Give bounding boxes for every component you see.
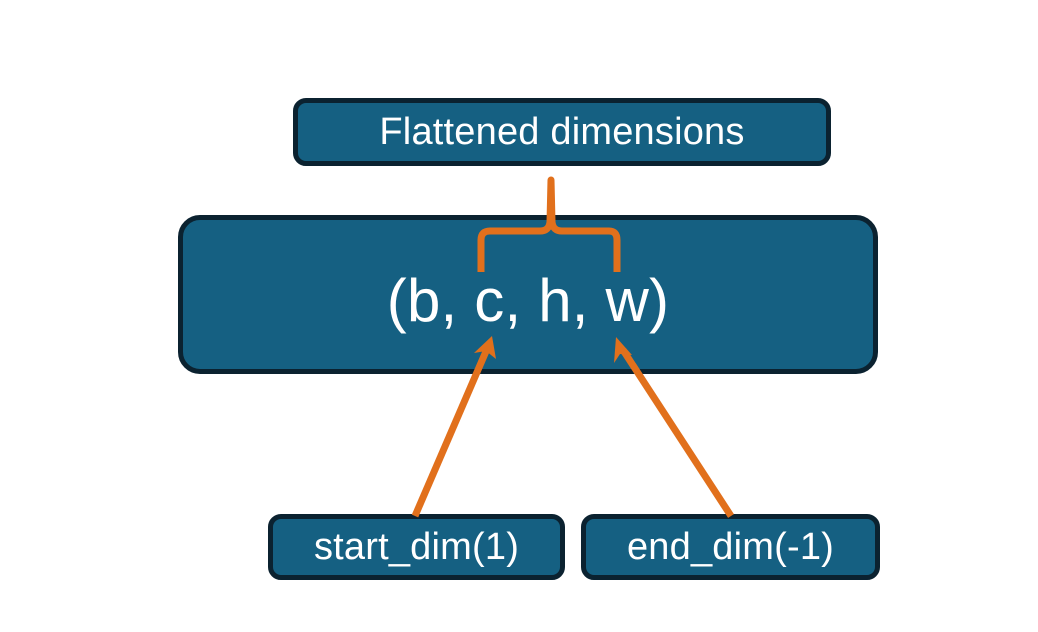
node-tensor-shape-label: (b, c, h, w) [386,266,670,334]
node-start-dim[interactable]: start_dim(1) [268,514,565,580]
node-end-dim[interactable]: end_dim(-1) [581,514,880,580]
node-flattened-dimensions[interactable]: Flattened dimensions [293,98,831,166]
node-start-dim-label: start_dim(1) [313,526,520,568]
node-flattened-dimensions-label: Flattened dimensions [379,111,745,153]
node-tensor-shape[interactable]: (b, c, h, w) [178,215,878,374]
arrow-end-dim-to-shape-line [620,348,734,518]
arrow-start-dim-to-shape-line [411,347,491,518]
node-end-dim-label: end_dim(-1) [626,526,835,568]
